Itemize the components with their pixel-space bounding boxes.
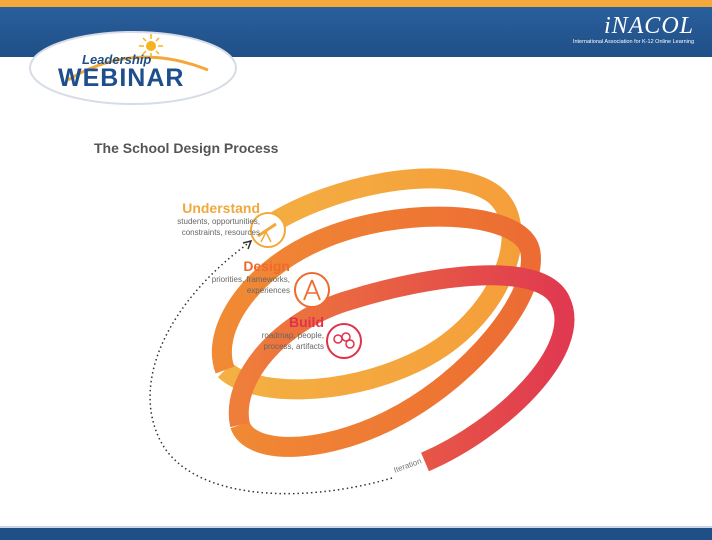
compass-icon [294, 272, 330, 308]
org-name: iNACOL [603, 13, 694, 39]
stage-design-desc-2: experiences [246, 286, 290, 295]
logo-webinar-text: WEBINAR [58, 64, 185, 92]
design-loop [211, 206, 541, 457]
org-logo: iNACOL International Association for K-1… [514, 14, 694, 45]
stage-build-desc-2: process, artifacts [263, 342, 324, 351]
sun-icon [139, 34, 163, 58]
stage-design: Design priorities, frameworks, experienc… [140, 258, 290, 296]
stage-understand: Understand students, opportunities, cons… [110, 200, 260, 238]
footer-band [0, 528, 712, 540]
cells-icon [326, 323, 362, 359]
stage-design-title: Design [243, 258, 290, 274]
webinar-logo [29, 31, 237, 105]
iteration-arrowhead [242, 239, 253, 250]
stage-build-desc-1: roadmap, people, [261, 331, 324, 340]
stage-build-title: Build [289, 314, 324, 330]
footer-divider [0, 526, 712, 528]
logo-leadership-text: Leadership [82, 52, 152, 67]
stage-understand-desc-1: students, opportunities, [177, 217, 260, 226]
org-tagline: International Association for K-12 Onlin… [572, 39, 694, 45]
slide-title: The School Design Process [94, 140, 279, 156]
telescope-icon [250, 212, 286, 248]
build-loop [228, 265, 575, 472]
stage-understand-title: Understand [182, 200, 260, 216]
stage-design-desc-1: priorities, frameworks, [211, 275, 290, 284]
stage-build: Build roadmap, people, process, artifact… [174, 314, 324, 352]
header-accent-strip [0, 0, 712, 7]
stage-understand-desc-2: constraints, resources [181, 228, 260, 237]
